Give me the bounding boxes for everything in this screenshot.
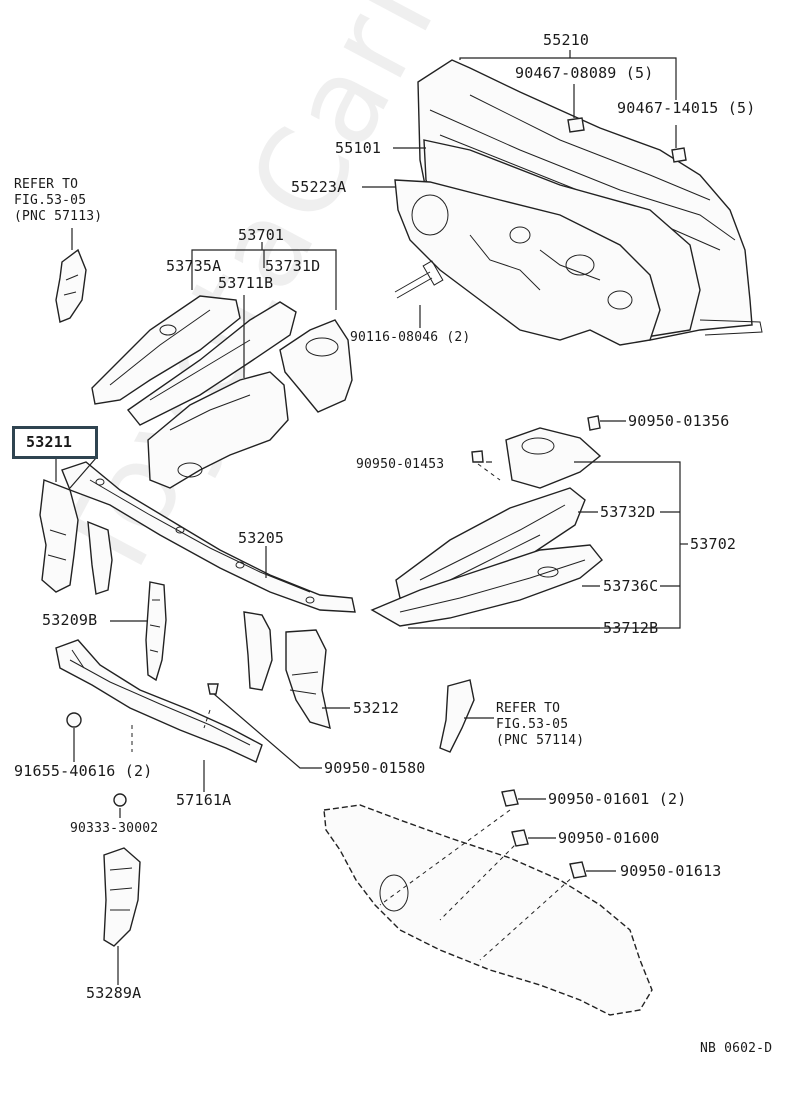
apron-front-left-part — [91, 295, 353, 489]
label-90467-14015[interactable]: 90467-14015 (5) — [617, 99, 756, 117]
label-refer2-line2: FIG.53-05 — [496, 717, 569, 732]
label-90950-01613[interactable]: 90950-01613 — [620, 862, 722, 880]
side-bracket-53211-part — [39, 457, 113, 595]
label-refer2-line3: (PNC 57114) — [496, 733, 585, 748]
footer-code: NB 0602-D — [700, 1041, 773, 1056]
label-55223A[interactable]: 55223A — [291, 178, 347, 196]
label-53209B[interactable]: 53209B — [42, 611, 98, 629]
label-53736C[interactable]: 53736C — [603, 577, 659, 595]
label-90950-01453[interactable]: 90950-01453 — [356, 457, 445, 472]
label-90467-08089[interactable]: 90467-08089 (5) — [515, 64, 654, 82]
label-53711B[interactable]: 53711B — [218, 274, 274, 292]
label-57161A[interactable]: 57161A — [176, 791, 232, 809]
label-53212[interactable]: 53212 — [353, 699, 400, 717]
bracket-53209B-part — [145, 581, 167, 682]
label-53732D[interactable]: 53732D — [600, 503, 656, 521]
label-53211[interactable]: 53211 — [26, 433, 73, 451]
bracket-57114-part — [439, 679, 494, 753]
label-55101[interactable]: 55101 — [335, 139, 382, 157]
label-53289A[interactable]: 53289A — [86, 984, 142, 1002]
label-91655-40616[interactable]: 91655-40616 (2) — [14, 762, 153, 780]
label-refer1-line1: REFER TO — [14, 177, 79, 192]
dash-panel-part — [394, 59, 763, 346]
label-90950-01601[interactable]: 90950-01601 (2) — [548, 790, 687, 808]
radiator-support-part — [61, 461, 356, 613]
label-53701[interactable]: 53701 — [238, 226, 285, 244]
label-refer2-line1: REFER TO — [496, 701, 561, 716]
label-90116-08046[interactable]: 90116-08046 (2) — [350, 330, 471, 345]
bracket-57113-part — [55, 228, 87, 323]
grommet-90333-part — [113, 793, 127, 807]
label-53731D[interactable]: 53731D — [265, 257, 321, 275]
label-90333-30002[interactable]: 90333-30002 — [70, 821, 159, 836]
label-55210[interactable]: 55210 — [543, 31, 590, 49]
clip-90950-01580-part — [207, 683, 322, 769]
label-90950-01580[interactable]: 90950-01580 — [324, 759, 426, 777]
bracket-53289A-part — [103, 847, 141, 947]
label-refer1-line3: (PNC 57113) — [14, 209, 103, 224]
apron-front-right-part — [370, 415, 603, 627]
label-90950-01356[interactable]: 90950-01356 — [628, 412, 730, 430]
label-53712B[interactable]: 53712B — [603, 619, 659, 637]
label-53735A[interactable]: 53735A — [166, 257, 222, 275]
bracket-53212-part — [243, 611, 331, 730]
nut-91655-part — [66, 712, 82, 728]
crossmember-57161A-part — [55, 639, 263, 763]
label-refer1-line2: FIG.53-05 — [14, 193, 87, 208]
insulator-part — [323, 789, 653, 1016]
highlight-box — [12, 426, 98, 459]
label-90950-01600[interactable]: 90950-01600 — [558, 829, 660, 847]
label-53702[interactable]: 53702 — [690, 535, 737, 553]
label-53205[interactable]: 53205 — [238, 529, 285, 547]
